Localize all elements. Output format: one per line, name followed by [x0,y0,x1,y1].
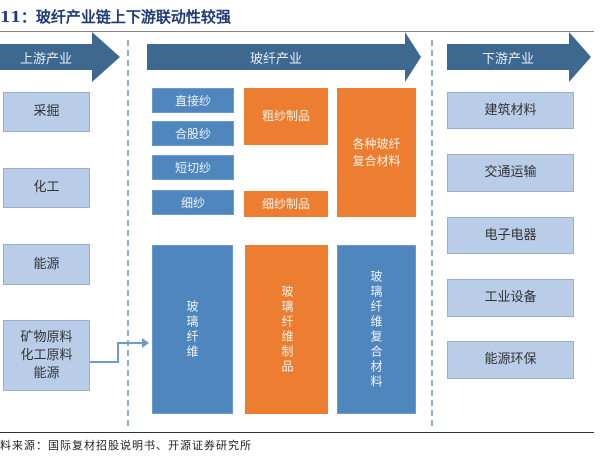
divider-dashed [127,40,129,426]
downstream-label: 下游产业 [481,51,534,67]
composites-box: 各种玻纤复合材料 [337,88,416,217]
downstream-arrow: 下游产业 [447,32,591,82]
upstream-item: 采掘 [3,92,90,132]
fine-yarn-products-box: 细纱制品 [244,191,328,217]
glass-fiber-products-label: 玻璃纤维制品 [280,284,294,375]
yarn-box: 直接纱 [152,88,234,113]
connector-arrow [90,338,149,363]
downstream-item: 建筑材料 [447,92,574,129]
downstream-item: 电子电器 [447,217,574,254]
figure-title: 11：玻纤产业链上下游联动性较强 [0,8,231,26]
downstream-item: 交通运输 [447,154,574,192]
glass-fiber-composites-label: 玻璃纤维复合材料 [369,269,383,390]
downstream-item: 能源环保 [447,341,574,379]
glass-fiber-composites-box: 玻璃纤维复合材料 [337,245,416,414]
yarn-box: 合股纱 [152,121,234,146]
divider-dashed [431,40,433,426]
middle-label: 玻纤产业 [249,51,302,67]
upstream-item: 矿物原料 化工原料 能源 [3,320,90,391]
upstream-arrow: 上游产业 [0,32,120,82]
glass-fiber-box: 玻璃纤维 [152,245,233,414]
glass-fiber-products-box: 玻璃纤维制品 [245,245,328,414]
yarn-box: 短切纱 [152,155,234,180]
source-note: 料来源：国际复材招股说明书、开源证券研究所 [0,439,252,452]
glass-fiber-label: 玻璃纤维 [185,299,199,360]
upstream-label: 上游产业 [19,51,72,67]
source-divider [0,432,594,433]
downstream-item: 工业设备 [447,279,574,317]
title-divider [0,31,594,32]
roving-products-box: 粗纱制品 [244,88,328,145]
yarn-box: 细纱 [152,190,234,215]
middle-arrow: 玻纤产业 [147,32,421,82]
upstream-item: 化工 [3,168,90,208]
upstream-item: 能源 [3,244,90,285]
